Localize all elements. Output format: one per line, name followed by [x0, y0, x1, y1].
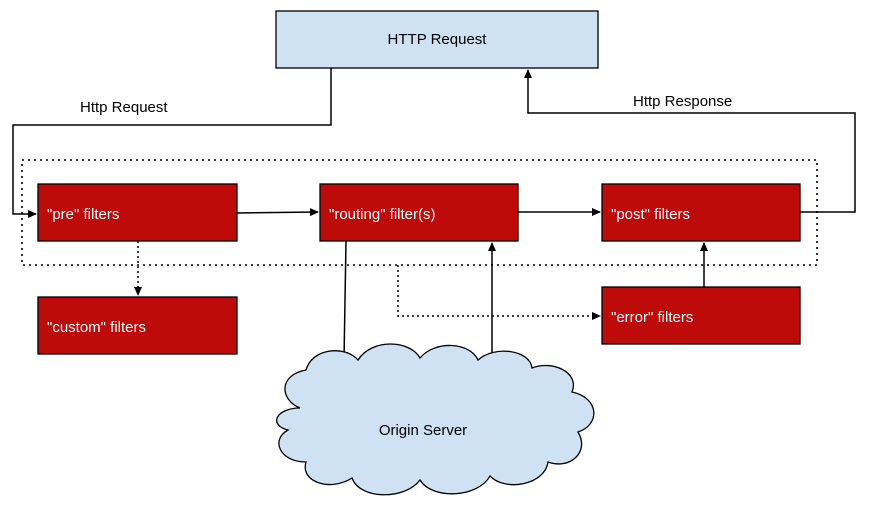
origin-server-cloud — [276, 343, 595, 496]
routing-filters-label: "routing" filter(s) — [329, 206, 436, 223]
error-filters-box — [601, 286, 801, 345]
pre-filters-label: "pre" filters — [47, 206, 119, 223]
post-filters-label: "post" filters — [611, 206, 690, 223]
request-line — [12, 68, 332, 218]
edge-pipeline-to-error — [397, 265, 601, 320]
custom-filters-box — [37, 296, 238, 355]
routing-filters-box — [319, 183, 519, 242]
origin-server-node: Origin Server — [276, 343, 595, 496]
edge-request-to-pre: Http Request — [12, 68, 332, 218]
edge-post-to-response: Http Response — [524, 69, 856, 213]
http-request-label: HTTP Request — [388, 31, 488, 48]
edge-pre-to-routing — [236, 208, 319, 217]
edge-routing-to-origin — [340, 240, 349, 361]
pre-filters-box — [37, 183, 238, 242]
custom-filters-label: "custom" filters — [47, 319, 146, 336]
origin-server-label: Origin Server — [379, 422, 467, 439]
response-line — [524, 69, 856, 213]
http-request-box — [275, 10, 599, 69]
routing-filters-node: "routing" filter(s) — [319, 183, 519, 242]
post-filters-node: "post" filters — [601, 183, 801, 242]
post-filters-box — [601, 183, 801, 242]
http-request-edge-label: Http Request — [80, 99, 168, 116]
error-filters-node: "error" filters — [601, 286, 801, 345]
error-filters-label: "error" filters — [611, 309, 693, 326]
pre-filters-node: "pre" filters — [37, 183, 238, 242]
custom-filters-node: "custom" filters — [37, 296, 238, 355]
http-response-edge-label: Http Response — [633, 93, 732, 110]
http-request-node: HTTP Request — [275, 10, 599, 69]
